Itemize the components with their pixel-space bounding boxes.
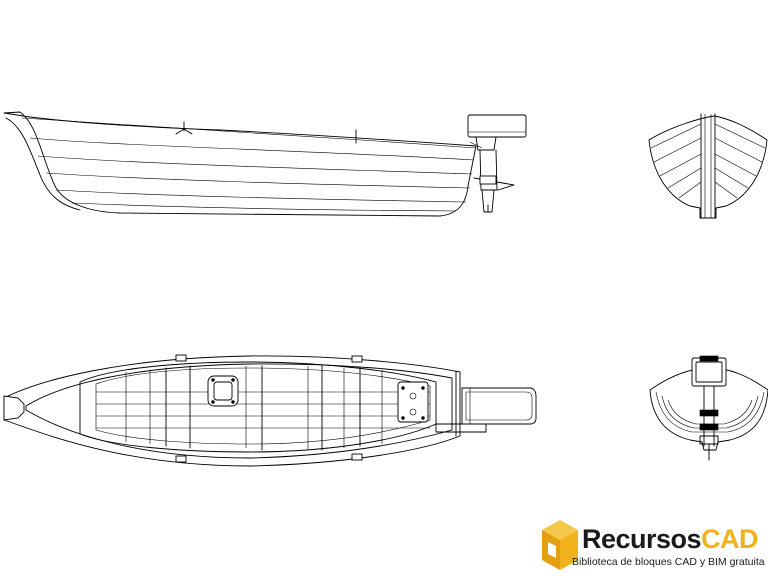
brand-part1: Recursos [582,524,702,554]
cube-logo-icon [542,520,578,570]
bow-view [648,113,768,219]
recursoscad-logo[interactable]: RecursosCAD Biblioteca de bloques CAD y … [538,514,768,576]
brand-part2: CAD [701,524,759,554]
top-view [3,354,537,467]
side-view [3,111,527,217]
brand-name: RecursosCAD [582,524,759,554]
brand-tagline: Biblioteca de bloques CAD y BIM gratuita [572,556,765,568]
stern-view [649,355,768,461]
